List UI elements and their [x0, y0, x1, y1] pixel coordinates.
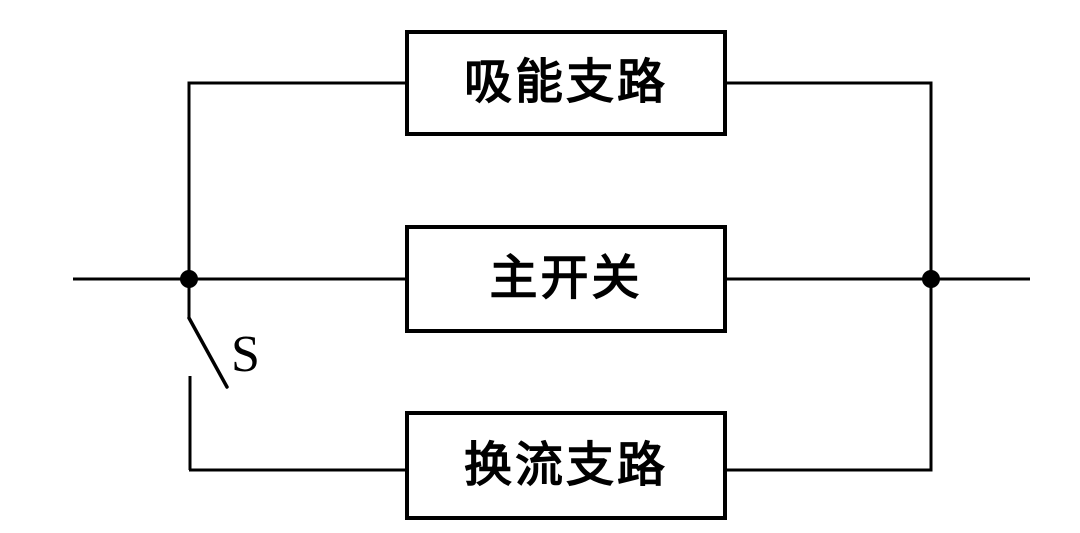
right-bus-wire [712, 81, 933, 472]
top-left-branch-wire [187, 81, 420, 279]
main-switch-branch-label: 主开关 [489, 252, 643, 305]
switch-label: S [231, 326, 260, 383]
junction-dot-left [180, 270, 198, 288]
main-switch-branch-box: 主开关 [405, 225, 727, 333]
junction-dot-right [922, 270, 940, 288]
switch-blade [187, 316, 229, 389]
energy-absorption-branch-label: 吸能支路 [463, 56, 668, 109]
energy-absorption-branch-box: 吸能支路 [405, 30, 727, 136]
commutation-branch-box: 换流支路 [405, 411, 727, 520]
commutation-branch-label: 换流支路 [463, 438, 668, 492]
switch-icon [187, 279, 229, 470]
